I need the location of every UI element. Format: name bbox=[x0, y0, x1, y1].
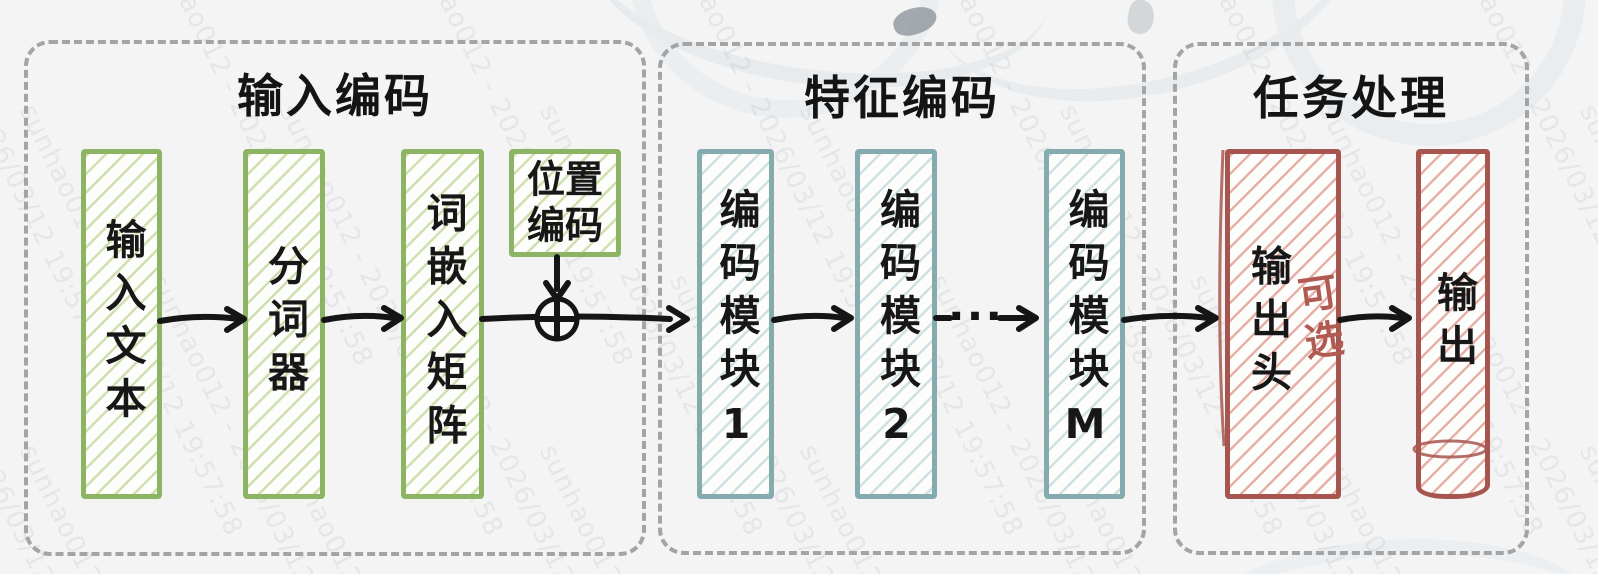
watermark-text: sunhao012 - 2026/03/12 19:57:58 bbox=[1573, 100, 1598, 541]
box-input-text: 输入文本 bbox=[81, 149, 162, 499]
box-label: 分词器 bbox=[260, 244, 309, 404]
box-label: 位置编码 bbox=[526, 157, 603, 248]
box-label: 词嵌入矩阵 bbox=[419, 191, 467, 457]
box-label: 输出头 bbox=[1243, 244, 1292, 404]
box-word-embedding-matrix: 词嵌入矩阵 bbox=[401, 149, 484, 499]
section-input-encoding: 输入编码 输入文本 分词器 词嵌入矩阵 位置编码 bbox=[24, 40, 646, 556]
ellipsis-dots: ··· bbox=[947, 291, 1005, 342]
background-decoration bbox=[1124, 0, 1158, 37]
background-decoration bbox=[890, 1, 940, 41]
section-title: 输入编码 bbox=[237, 69, 433, 123]
section-title: 任务处理 bbox=[1253, 71, 1449, 125]
section-feature-encoding: 特征编码 编码模块1 编码模块2 编码模块M bbox=[658, 42, 1146, 555]
watermark-text: sunhao012 - 2026/03/12 19:57:58 bbox=[1573, 440, 1598, 574]
box-positional-encoding: 位置编码 bbox=[509, 149, 621, 257]
box-label: 编码模块2 bbox=[872, 188, 921, 460]
box-label: 输出 bbox=[1429, 271, 1478, 377]
box-label: 编码模块M bbox=[1061, 188, 1109, 460]
box-output: 输出 bbox=[1416, 149, 1490, 499]
box-label: 编码模块1 bbox=[712, 188, 760, 460]
box-tokenizer: 分词器 bbox=[243, 149, 325, 499]
optional-annotation: 可选 bbox=[1289, 270, 1347, 370]
box-encoder-module-1: 编码模块1 bbox=[697, 149, 774, 499]
box-label: 输入文本 bbox=[98, 218, 146, 430]
section-task-processing: 任务处理 输出头 可选 输出 bbox=[1173, 42, 1529, 555]
box-encoder-module-2: 编码模块2 bbox=[855, 149, 937, 499]
section-title: 特征编码 bbox=[804, 71, 1000, 125]
box-output-head: 输出头 可选 bbox=[1225, 149, 1347, 499]
box-encoder-module-m: 编码模块M bbox=[1044, 149, 1125, 499]
